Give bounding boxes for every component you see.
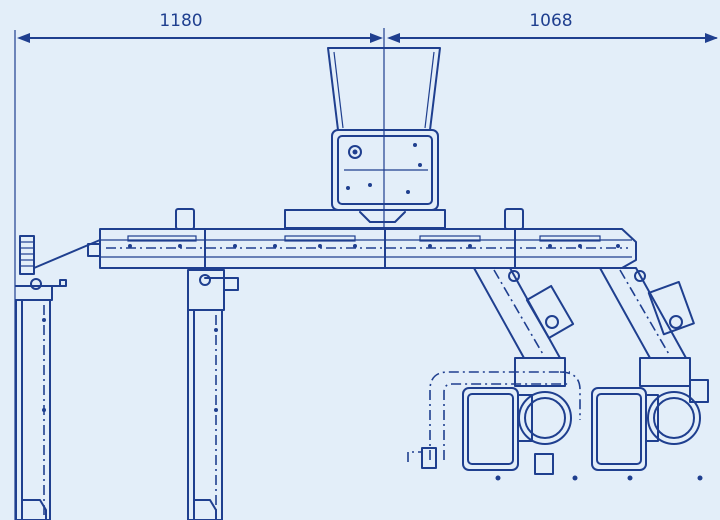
angled-arm-1 (473, 267, 575, 359)
support-column-middle (187, 269, 239, 520)
drive-unit-1 (462, 357, 578, 481)
mount-block-left (175, 208, 195, 230)
housing-base (284, 209, 446, 229)
tension-spring (19, 235, 101, 275)
feed-pipe (407, 371, 581, 469)
dimension-left: 1180 (14, 11, 383, 520)
dimension-right-label: 1068 (529, 11, 572, 31)
mount-block-right (504, 208, 524, 230)
dimension-left-label: 1180 (159, 11, 202, 31)
gearbox-housing (331, 129, 439, 211)
drive-unit-2 (591, 357, 709, 481)
support-column-left (15, 278, 67, 520)
dimension-right: 1068 (383, 11, 718, 230)
angled-arm-2 (599, 267, 695, 359)
main-beam (87, 228, 637, 269)
